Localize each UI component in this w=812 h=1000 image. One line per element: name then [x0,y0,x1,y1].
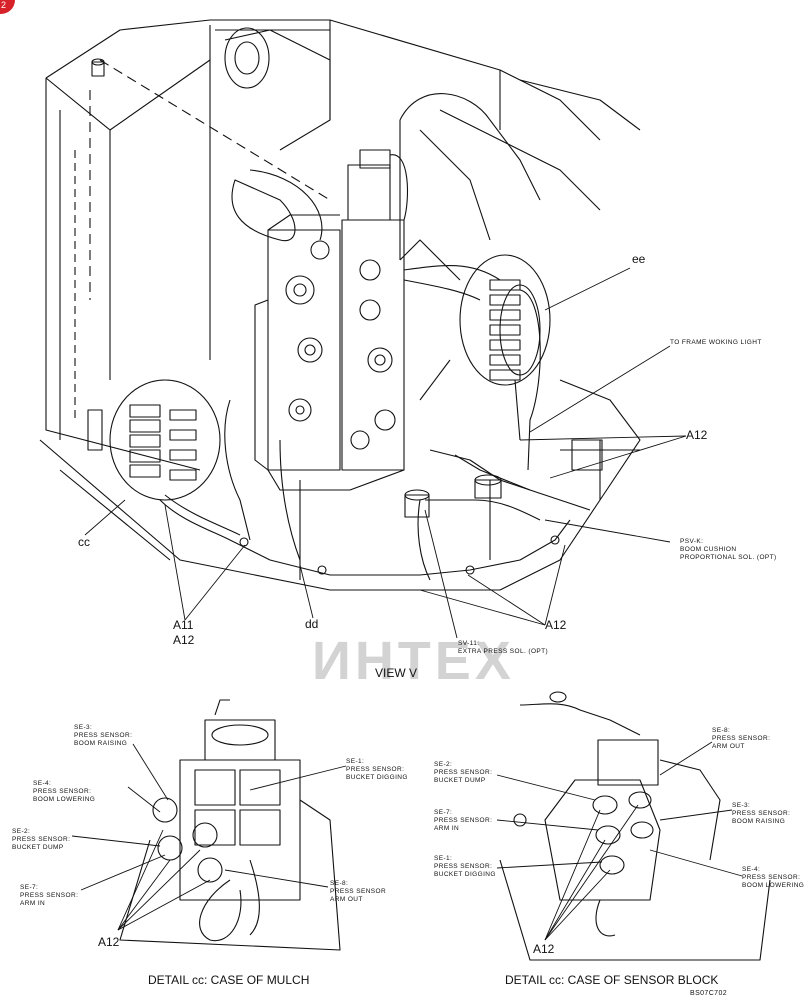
mulch-se1-2: PRESS SENSOR: [346,766,405,773]
mulch-se4-2: PRESS SENSOR: [33,788,92,795]
label-dd: dd [305,617,319,631]
block-se4-1: SE-4: [742,866,761,873]
drawing-code: BS07C702 [690,990,728,997]
block-se3-1: SE-3: [732,802,751,809]
label-ee: ee [632,252,646,266]
mulch-se3-2: PRESS SENSOR: [74,732,133,739]
block-se8-3: ARM OUT [712,743,745,750]
detail-mulch-title: DETAIL cc: CASE OF MULCH [148,973,310,987]
block-se2-2: PRESS SENSOR: [434,769,493,776]
block-se1-3: BUCKET DIGGING [434,871,496,878]
label-psv-k-2: BOOM CUSHION [680,546,737,553]
block-se4-3: BOOM LOWERING [742,882,805,889]
mulch-se8-2: PRESS SENSOR [330,888,387,895]
block-se7-2: PRESS SENSOR: [434,817,493,824]
mulch-se7-1: SE-7: [20,884,39,891]
block-se7-1: SE-7: [434,809,453,816]
label-psv-k-1: PSV-K: [680,538,704,545]
mulch-se8-1: SE-8: [330,880,349,887]
mulch-se1-3: BUCKET DIGGING [346,774,408,781]
mulch-se3-3: BOOM RAISING [74,740,128,747]
label-sv11-1: SV-11: [458,640,480,647]
block-se8-2: PRESS SENSOR: [712,735,771,742]
mulch-se2-1: SE-2: [12,828,31,835]
block-se4-2: PRESS SENSOR: [742,874,801,881]
watermark: ИНТЕХ [312,631,515,691]
label-cc: cc [78,535,90,549]
label-a12-right-top: A12 [686,428,708,442]
block-se3-3: BOOM RAISING [732,818,786,825]
view-title: VIEW V [375,666,418,680]
block-se2-1: SE-2: [434,761,453,768]
mulch-se4-3: BOOM LOWERING [33,796,96,803]
mulch-se2-3: BUCKET DUMP [12,844,64,851]
label-to-frame-working-light: TO FRAME WOKING LIGHT [670,339,762,346]
mulch-se3-1: SE-3: [74,724,93,731]
block-se8-1: SE-8: [712,727,731,734]
block-se1-1: SE-1: [434,855,453,862]
label-a11: A11 [173,618,194,632]
label-sv11-2: EXTRA PRESS SOL. (OPT) [458,648,549,655]
mulch-se4-1: SE-4: [33,780,52,787]
label-a12-left: A12 [173,633,195,647]
mulch-se8-3: ARM OUT [330,896,363,903]
block-a12: A12 [533,942,555,956]
block-se7-3: ARM IN [434,825,460,832]
label-psv-k-3: PROPORTIONAL SOL. (OPT) [680,554,777,561]
detail-sensor-block-title: DETAIL cc: CASE OF SENSOR BLOCK [505,973,719,987]
mulch-se7-3: ARM IN [20,900,46,907]
block-se2-3: BUCKET DUMP [434,777,486,784]
block-se3-2: PRESS SENSOR: [732,810,791,817]
block-se1-2: PRESS SENSOR: [434,863,493,870]
mulch-se2-2: PRESS SENSOR: [12,836,71,843]
mulch-se1-1: SE-1: [346,758,365,765]
mulch-se7-2: PRESS SENSOR: [20,892,79,899]
label-a12-bottom: A12 [545,618,567,632]
mulch-a12: A12 [98,935,120,949]
